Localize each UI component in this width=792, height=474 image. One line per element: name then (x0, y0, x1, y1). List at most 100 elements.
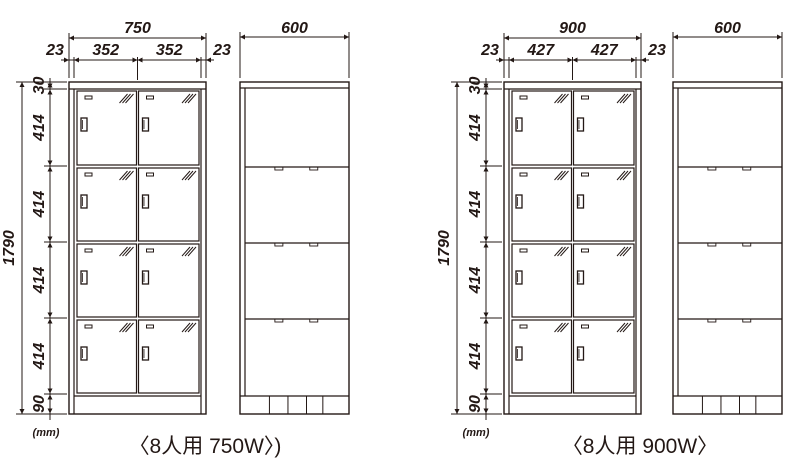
arrowhead (240, 34, 245, 40)
hatch-stroke (184, 322, 194, 333)
arrowhead (483, 318, 489, 324)
arrowhead (454, 82, 460, 87)
name-plate (84, 324, 93, 329)
vent-hatch-icon (119, 322, 134, 333)
arrowhead (673, 34, 678, 40)
vent-hatch-icon (554, 322, 569, 333)
door-handle (576, 194, 585, 209)
door-handle (80, 270, 88, 285)
margin-right-label: 23 (647, 42, 666, 59)
arrowhead (132, 57, 138, 63)
arrowhead (567, 57, 573, 63)
door-latch (309, 242, 319, 247)
vent-hatch-icon (119, 246, 134, 257)
door-handle (515, 346, 523, 361)
side-outline (239, 81, 350, 415)
door-width-label: 352 (156, 42, 183, 59)
model-caption: 〈8人用 900W〉 (562, 435, 718, 458)
hatch-stroke (622, 246, 632, 257)
name-plate (519, 172, 528, 177)
door-latch (742, 242, 752, 247)
hatch-stroke (184, 93, 194, 104)
section-height-label: 414 (467, 191, 484, 219)
door-panel (572, 319, 635, 394)
hatch-stroke (119, 170, 128, 181)
door-handle (576, 117, 585, 132)
hatch-stroke (125, 322, 134, 333)
model-caption: 〈8人用 750W〉) (129, 435, 282, 458)
door-handle (515, 270, 523, 285)
hatch-stroke (181, 246, 191, 257)
hatch-stroke (619, 322, 629, 333)
side-view (672, 81, 783, 415)
hatch-stroke (560, 170, 569, 181)
locker-door (137, 319, 200, 394)
vent-hatch-icon (554, 246, 569, 257)
hatch-stroke (184, 246, 194, 257)
hatch-stroke (122, 93, 131, 104)
section-height-label: 414 (467, 267, 484, 295)
door-latch (742, 166, 752, 171)
unit-label: (mm) (33, 427, 60, 439)
arrowhead (47, 166, 53, 172)
door-handle (576, 346, 585, 361)
arrowhead (483, 166, 489, 172)
section-height-label: 414 (31, 343, 48, 371)
hatch-stroke (616, 246, 626, 257)
cabinet-outline (68, 81, 207, 415)
hatch-stroke (125, 246, 134, 257)
door-panel (76, 319, 138, 394)
locker-door (572, 90, 635, 166)
door-latch (707, 166, 717, 171)
locker-door (572, 167, 635, 242)
hatch-stroke (125, 93, 134, 104)
door-latch (707, 318, 717, 323)
arrowhead (483, 388, 489, 394)
vent-hatch-icon (554, 170, 569, 181)
locker-door (76, 90, 138, 166)
door-width-label: 427 (526, 42, 555, 59)
vent-hatch-icon (554, 93, 569, 104)
unit-label: (mm) (463, 427, 490, 439)
hatch-stroke (557, 170, 566, 181)
side-view (239, 81, 350, 415)
depth-label: 600 (281, 20, 308, 37)
door-handle (80, 194, 88, 209)
vent-hatch-icon (181, 322, 197, 333)
arrowhead (454, 409, 460, 414)
hatch-stroke (119, 246, 128, 257)
door-latch (274, 242, 284, 247)
arrowhead (483, 408, 489, 414)
name-plate (581, 248, 589, 253)
arrowhead (499, 57, 504, 63)
front-view (503, 81, 642, 415)
name-plate (581, 172, 589, 177)
section-height-label: 30 (467, 77, 484, 95)
margin-left-label: 23 (45, 42, 64, 59)
door-latch (309, 318, 319, 323)
locker-door (76, 243, 138, 318)
hatch-stroke (119, 93, 128, 104)
arrowhead (641, 57, 646, 63)
hatch-stroke (554, 322, 563, 333)
name-plate (84, 95, 93, 100)
door-handle (141, 346, 150, 361)
door-handle (141, 194, 150, 209)
arrowhead (504, 35, 509, 41)
hatch-stroke (187, 246, 197, 257)
name-plate (84, 172, 93, 177)
arrowhead (631, 57, 636, 63)
section-height-label: 90 (467, 395, 484, 413)
vent-hatch-icon (181, 246, 197, 257)
locker-door (76, 167, 138, 242)
hatch-stroke (125, 170, 134, 181)
door-panel (511, 167, 573, 242)
section-height-label: 30 (31, 77, 48, 95)
name-plate (146, 172, 154, 177)
hatch-stroke (622, 93, 632, 104)
